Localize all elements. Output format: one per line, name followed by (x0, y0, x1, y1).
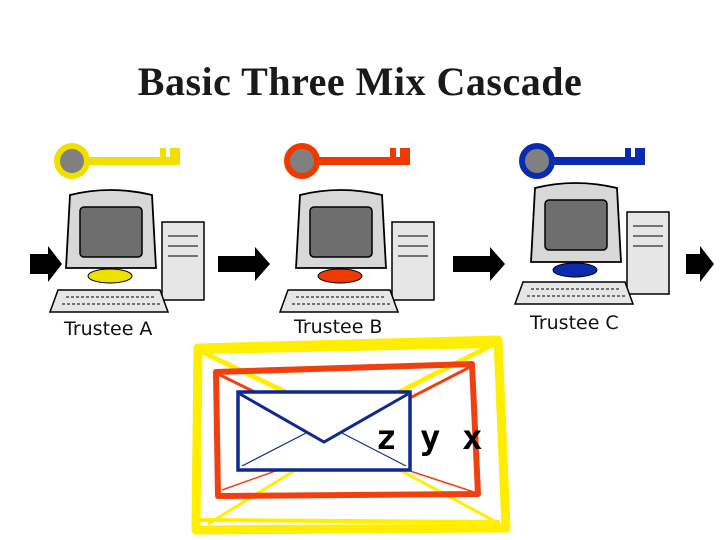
envelope-inner-layer-blue (236, 390, 412, 472)
trustee-a-tower (161, 221, 205, 301)
flow-arrow-a-to-b (218, 247, 270, 281)
trustee-b-keyboard (278, 289, 400, 313)
trustee-c-label: Trustee C (530, 312, 619, 334)
diagram-title: Basic Three Mix Cascade (137, 59, 583, 104)
envelope-layer-x-label: x (462, 418, 483, 458)
trustee-b-label: Trustee B (294, 316, 383, 338)
envelope-layer-y-label: y (420, 418, 441, 458)
nested-envelope (191, 335, 511, 535)
flow-arrow-in (30, 246, 62, 282)
trustee-a-key-icon (54, 143, 180, 179)
flow-arrow-b-to-c (453, 247, 505, 281)
trustee-b-tower (391, 221, 435, 301)
trustee-c-key-icon (519, 143, 645, 179)
trustee-b-monitor (295, 189, 387, 284)
trustee-a-label: Trustee A (64, 318, 153, 340)
trustee-c-tower (626, 211, 670, 295)
trustee-a-keyboard (48, 289, 170, 313)
trustee-c-computer (513, 143, 670, 305)
trustee-a-computer (48, 143, 205, 313)
trustee-b-key-icon (284, 143, 410, 179)
trustee-b-computer (278, 143, 435, 313)
trustee-a-monitor (65, 189, 157, 284)
trustee-c-monitor (530, 182, 622, 278)
envelope-layer-z-label: z (376, 418, 397, 458)
trustee-c-keyboard (513, 281, 635, 305)
flow-arrow-out (686, 246, 714, 282)
